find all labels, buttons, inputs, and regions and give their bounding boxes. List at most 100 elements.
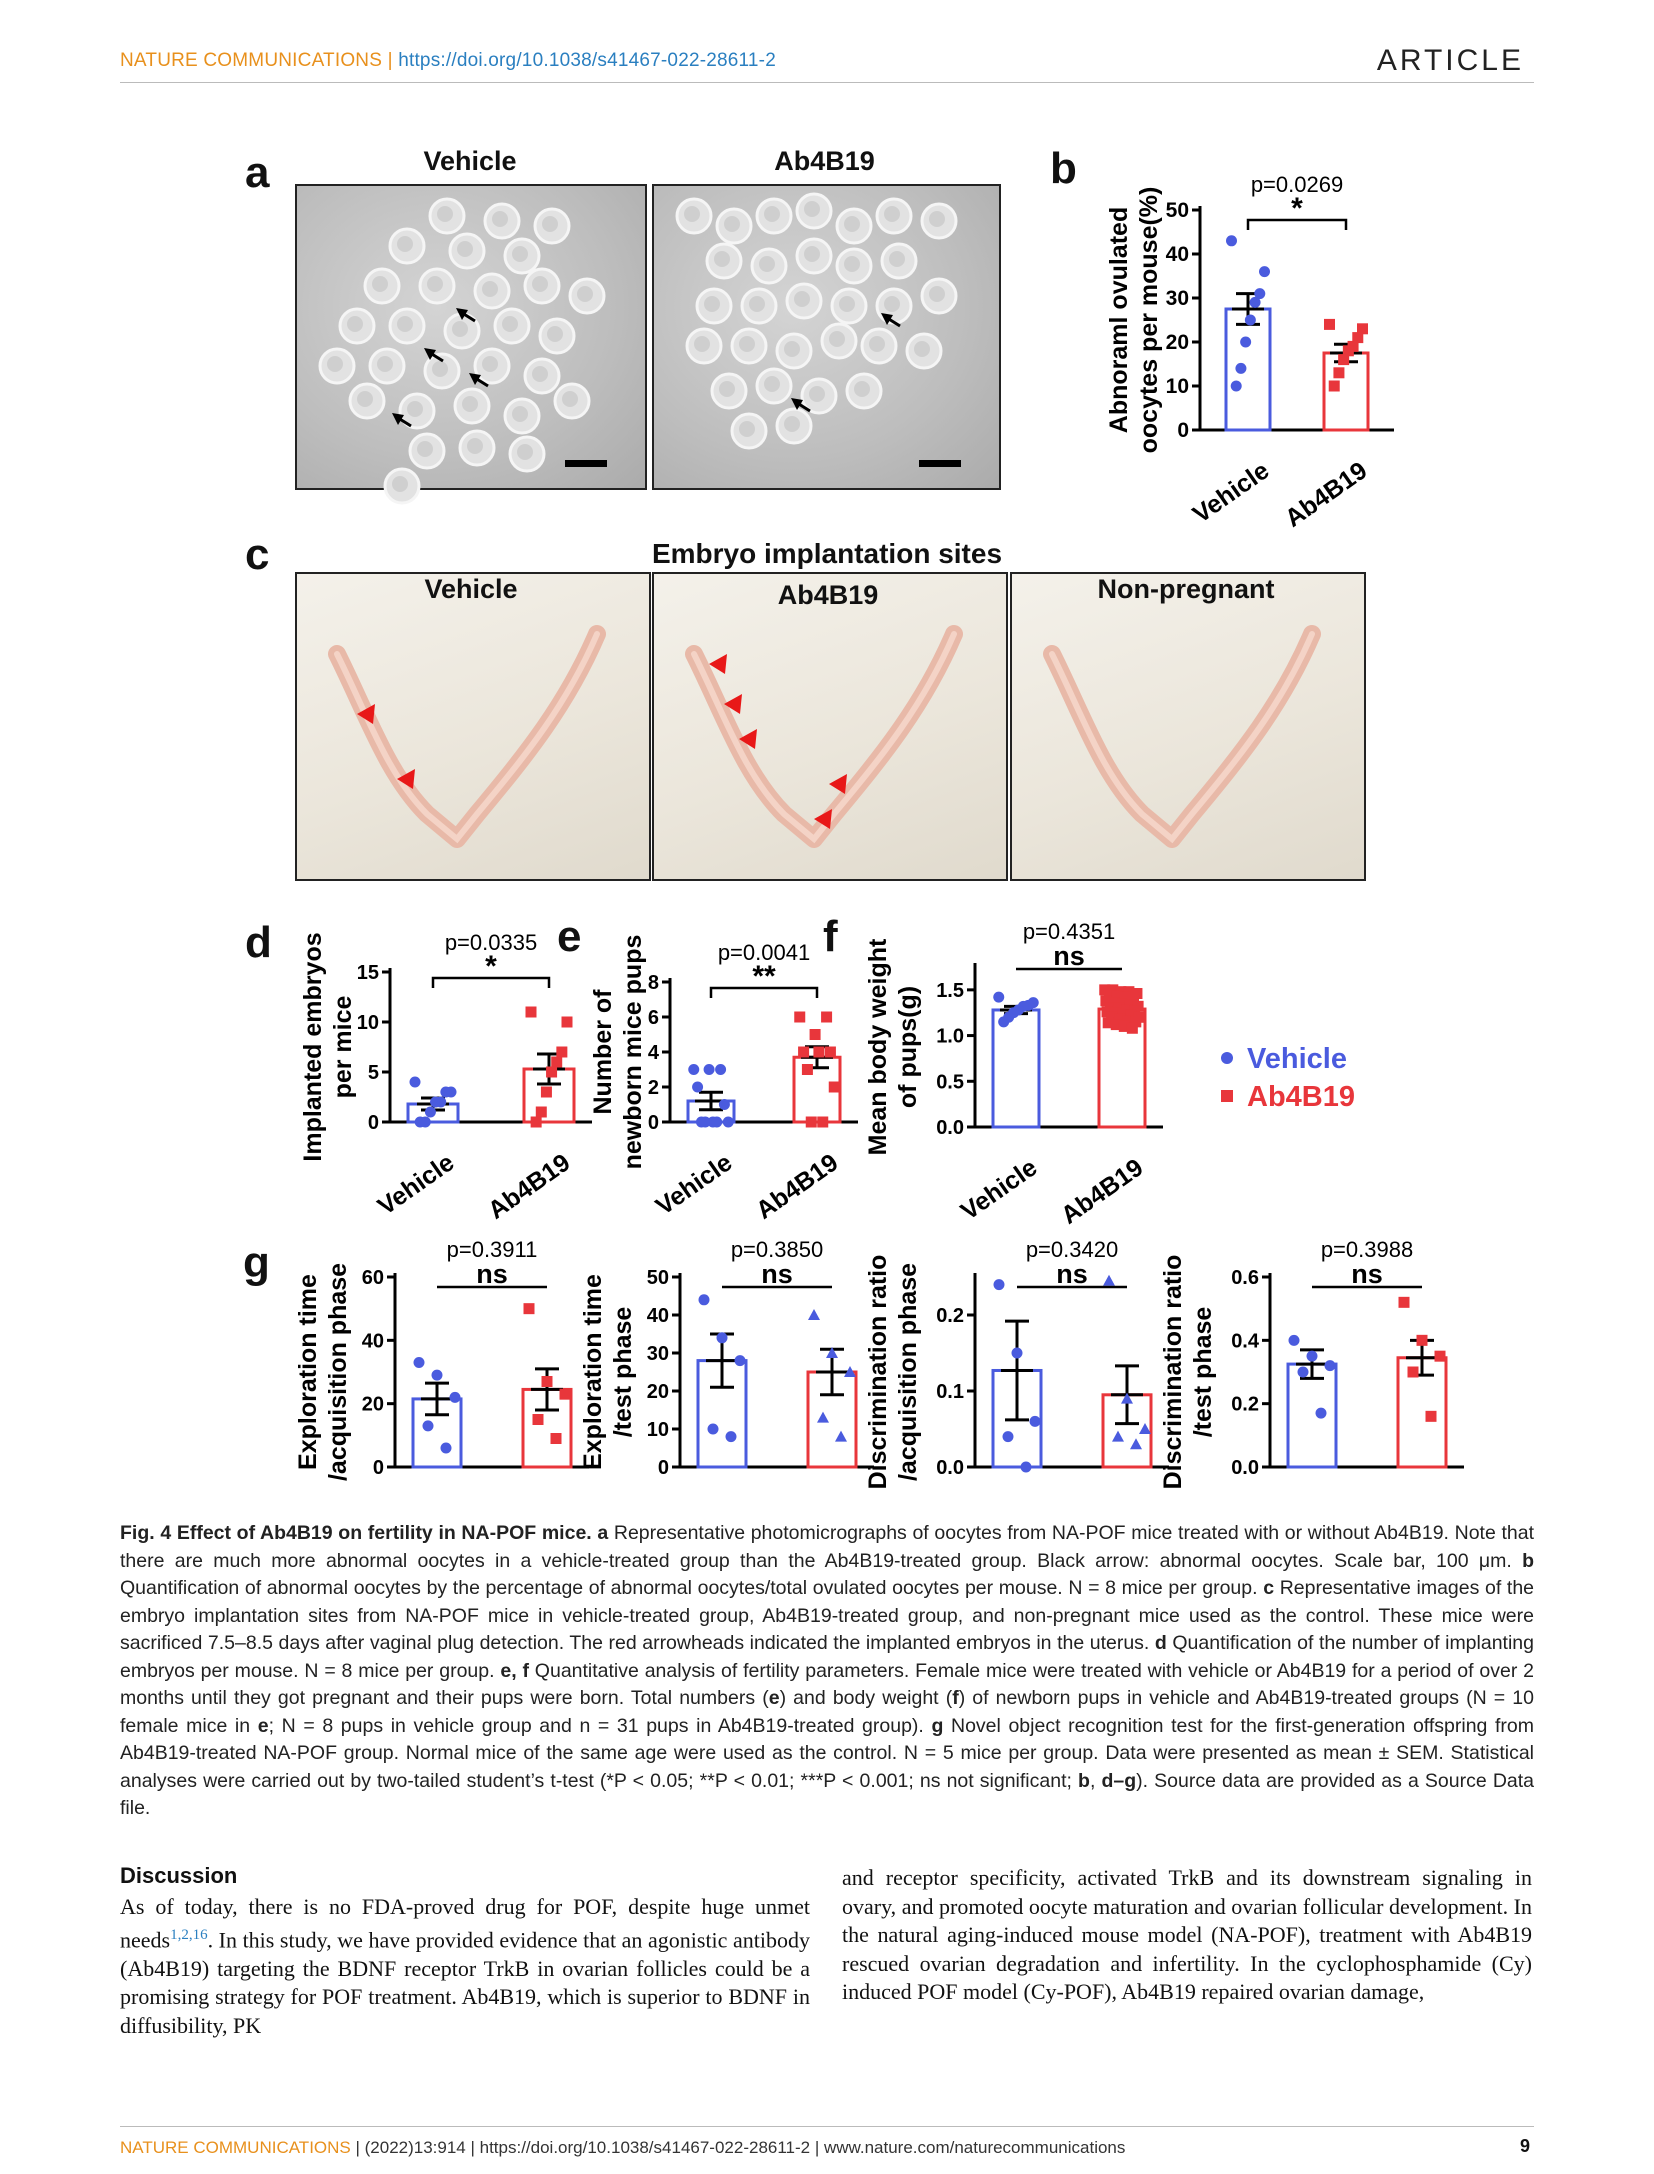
data-point-ab4b19	[1110, 1019, 1122, 1031]
implantation-arrowhead	[724, 694, 742, 714]
oocyte-nucleus	[562, 391, 578, 407]
panel-c-title: Embryo implantation sites	[651, 538, 1003, 569]
significance-bracket	[709, 986, 819, 998]
data-point-vehicle	[725, 1431, 737, 1443]
header-rule	[120, 82, 1534, 83]
data-point-ab4b19	[798, 1046, 810, 1058]
x-category-label: Vehicle	[373, 1148, 460, 1220]
data-point-vehicle	[1306, 1350, 1318, 1362]
p-value-label: p=0.4351	[1023, 919, 1115, 944]
oocyte-nucleus	[372, 276, 388, 292]
significance-marker: **	[752, 960, 776, 993]
doi-link[interactable]: https://doi.org/10.1038/s41467-022-28611…	[398, 50, 776, 71]
y-tick-label: 6	[648, 1007, 659, 1029]
y-tick-label: 0	[1177, 419, 1189, 442]
y-tick-label: 0	[368, 1112, 379, 1134]
data-point-ab4b19	[535, 1106, 547, 1118]
data-point-ab4b19	[532, 1414, 544, 1425]
data-point-ab4b19	[1425, 1410, 1437, 1422]
significance-marker: ns	[1351, 1259, 1383, 1289]
y-axis-label: Implanted embryos	[299, 932, 327, 1161]
x-category-label: Vehicle	[1188, 456, 1275, 528]
data-point-vehicle	[993, 991, 1005, 1003]
oocyte-nucleus	[749, 296, 765, 312]
p-value-label: p=0.0335	[445, 930, 537, 955]
oocyte-nucleus	[397, 316, 413, 332]
bar-vehicle	[1224, 307, 1272, 432]
oocyte-nucleus	[482, 281, 498, 297]
legend-ab4b19-label: Ab4B19	[1247, 1081, 1355, 1113]
legend-vehicle-marker	[1221, 1052, 1233, 1064]
page-number: 9	[1519, 2136, 1530, 2156]
data-point-vehicle	[998, 1016, 1010, 1028]
data-point-vehicle	[722, 1116, 734, 1128]
running-footer: NATURE COMMUNICATIONS | (2022)13:914 | h…	[120, 2138, 1125, 2158]
data-point-ab4b19	[1338, 354, 1350, 366]
y-axis-label: /test phase	[609, 1307, 637, 1438]
arrow-head	[456, 308, 468, 320]
data-point-ab4b19	[824, 1046, 836, 1058]
data-point-ab4b19	[805, 1116, 817, 1128]
oocyte-nucleus	[512, 406, 528, 422]
y-tick-label: 0.1	[936, 1381, 964, 1403]
data-point-vehicle	[1315, 1407, 1327, 1419]
data-point-ab4b19	[808, 1309, 820, 1320]
y-tick-label: 60	[362, 1267, 384, 1289]
uterus-ab4b19-illustration	[685, 625, 963, 848]
oocyte-nucleus	[377, 356, 393, 372]
x-category-label: Vehicle	[651, 1148, 738, 1220]
oocyte-nucleus	[704, 296, 720, 312]
data-point-ab4b19	[1100, 995, 1112, 1007]
oocyte-nucleus	[739, 421, 755, 437]
y-tick-label: 1.5	[936, 980, 964, 1002]
y-axis-label: of pups(g)	[894, 986, 922, 1108]
data-point-vehicle	[688, 1064, 700, 1075]
oocyte-nucleus	[804, 246, 820, 262]
uterine-highlight	[1049, 631, 1315, 844]
scale-bar	[565, 460, 607, 467]
data-point-vehicle	[413, 1357, 425, 1368]
significance-marker: ns	[476, 1259, 508, 1289]
oocyte-nucleus	[844, 256, 860, 272]
y-tick-label: 0	[373, 1457, 384, 1479]
oocyte-nucleus	[884, 206, 900, 222]
discussion-heading: Discussion	[120, 1863, 238, 1888]
data-point-ab4b19	[1103, 1274, 1115, 1286]
y-tick-label: 2	[648, 1077, 659, 1099]
uterus-photo-ab4b19	[652, 572, 1008, 881]
data-point-vehicle	[699, 1116, 711, 1128]
legend-ab4b19-marker	[1221, 1090, 1233, 1102]
oocyte-nucleus	[462, 396, 478, 412]
bar-ab4b19	[1097, 1007, 1147, 1129]
data-point-vehicle	[734, 1355, 746, 1367]
y-tick-label: 4	[648, 1042, 660, 1064]
oocyte-nucleus	[532, 276, 548, 292]
implantation-arrowhead	[397, 769, 415, 789]
y-axis-label: Number of	[589, 989, 617, 1115]
uterus-non-pregnant-illustration	[1043, 625, 1321, 848]
arrow-head	[791, 398, 803, 410]
oocyte-nucleus	[794, 291, 810, 307]
y-tick-label: 40	[1166, 243, 1189, 266]
y-axis-label: Abnoraml ovulated	[1105, 207, 1133, 433]
y-axis-label: /acquisition phase	[324, 1263, 352, 1481]
data-point-vehicle	[422, 1420, 434, 1432]
oocyte-nucleus	[759, 256, 775, 272]
oocyte-nucleus	[854, 381, 870, 397]
significance-bracket	[431, 976, 551, 988]
oocyte-nucleus	[844, 216, 860, 232]
panel-label-a: a	[245, 148, 270, 197]
data-point-ab4b19	[541, 1376, 553, 1387]
oocyte-nucleus	[407, 401, 423, 417]
oocyte-nucleus	[357, 391, 373, 407]
data-point-ab4b19	[1352, 332, 1364, 344]
oocyte-micrograph-vehicle	[295, 184, 647, 505]
oocyte-nucleus	[929, 286, 945, 302]
citation-link[interactable]: 1,2,16	[170, 1927, 208, 1943]
data-point-vehicle	[1259, 266, 1270, 278]
oocyte-nucleus	[427, 276, 443, 292]
y-tick-label: 1.0	[936, 1026, 964, 1048]
oocyte-nucleus	[532, 366, 548, 382]
